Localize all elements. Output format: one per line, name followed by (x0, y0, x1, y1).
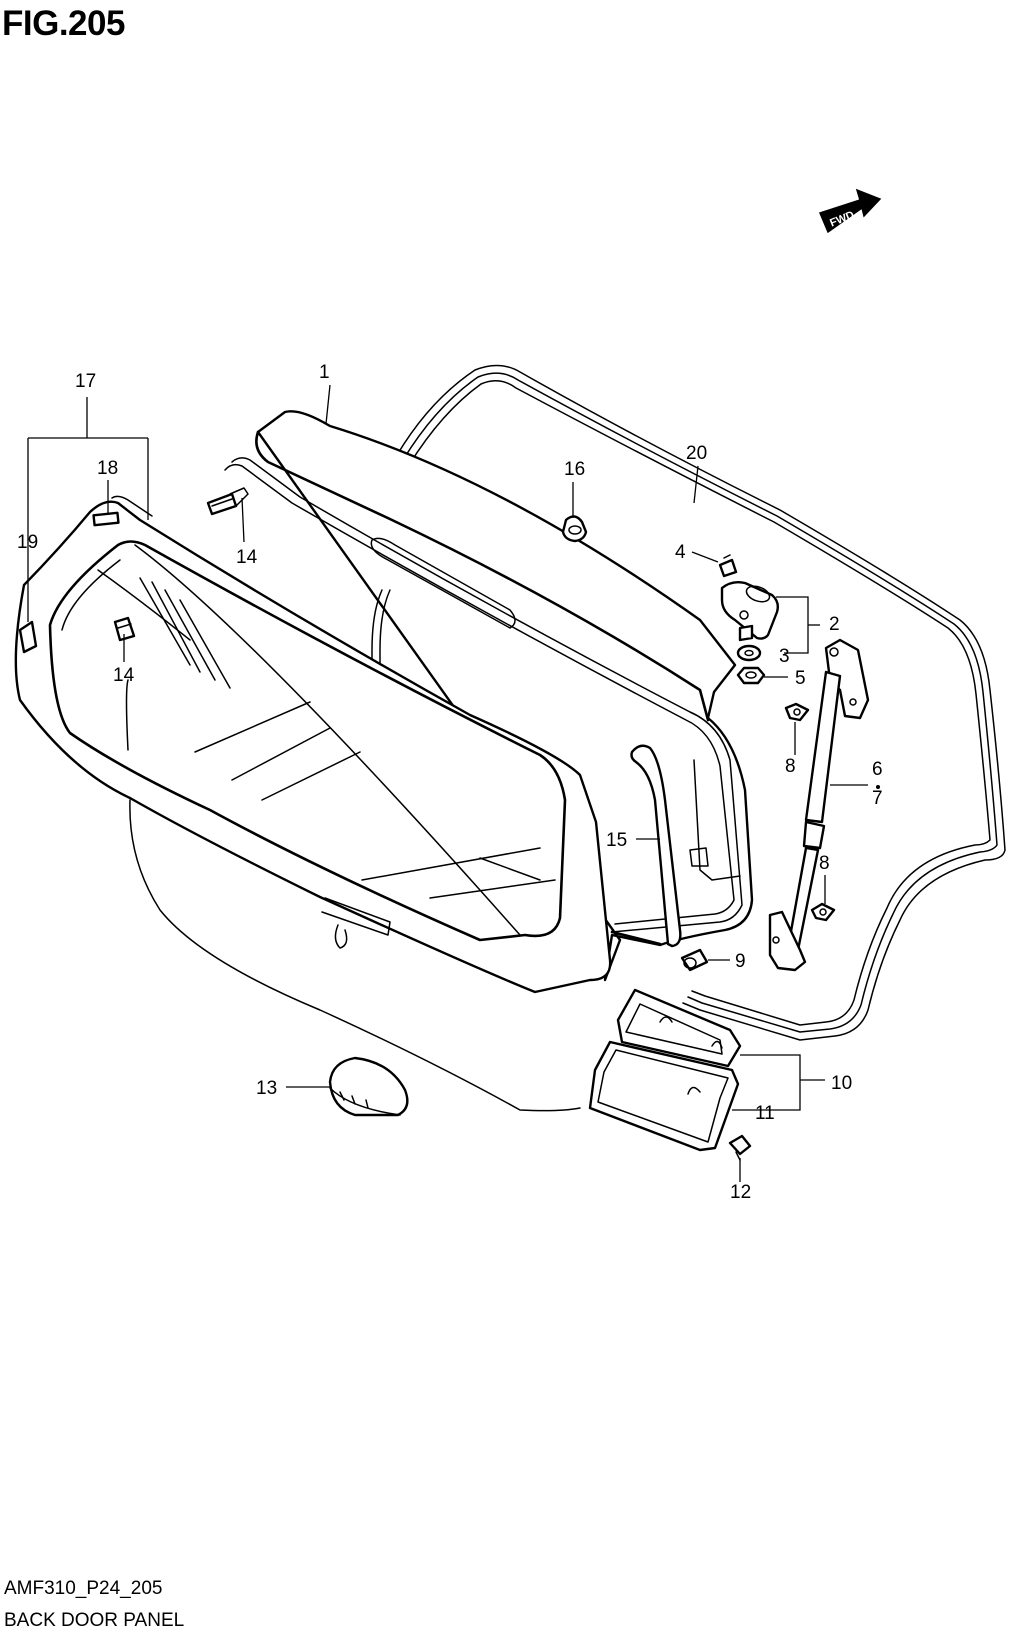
back-door-glass (14, 495, 612, 1112)
leader-lines (27, 384, 868, 1182)
callout-19: 19 (17, 532, 38, 553)
callout-17: 17 (75, 371, 96, 392)
callout-9: 9 (735, 951, 746, 972)
back-door-outer-panel (224, 410, 754, 982)
callout-2: 2 (829, 614, 840, 635)
callout-18: 18 (97, 458, 118, 479)
callout-8-lower: 8 (819, 853, 830, 874)
nut-5 (736, 666, 766, 685)
stopper-9 (680, 948, 709, 972)
callout-8-upper: 8 (785, 756, 796, 777)
callout-13: 13 (256, 1078, 277, 1099)
callout-1: 1 (319, 362, 330, 383)
hinge-2 (720, 580, 780, 642)
callout-15: 15 (606, 830, 627, 851)
callout-6-7-dot (876, 785, 880, 789)
callout-16: 16 (564, 459, 585, 480)
bolt-8-lower (810, 902, 836, 922)
callout-12: 12 (730, 1182, 751, 1203)
weatherstrip-seal (396, 364, 1006, 1041)
bumper-14-lower (113, 616, 136, 642)
callout-labels: 1 2 3 4 5 6 7 8 8 9 10 11 12 13 14 14 15… (17, 362, 883, 1203)
bolt-4 (718, 554, 738, 578)
callout-5: 5 (795, 668, 806, 689)
figure-title: FIG.205 (2, 4, 125, 43)
washer-3 (736, 644, 762, 662)
figure-name: BACK DOOR PANEL (4, 1610, 185, 1631)
callout-3: 3 (779, 646, 790, 667)
callout-4: 4 (675, 542, 686, 563)
fwd-arrow-icon: FWD (818, 188, 882, 234)
figure-code: AMF310_P24_205 (4, 1578, 163, 1599)
bolt-8-upper (784, 702, 810, 722)
license-lamp-13 (328, 1056, 409, 1117)
garnish-10 (616, 988, 742, 1068)
callout-6: 6 (872, 759, 883, 780)
clip-19 (18, 620, 38, 654)
emblem-plate-11 (588, 1040, 740, 1152)
side-trim (630, 744, 682, 948)
callout-10: 10 (831, 1073, 852, 1094)
callout-11: 11 (755, 1103, 775, 1124)
pad-18 (92, 511, 120, 527)
callout-7: 7 (872, 788, 883, 809)
screw-12 (728, 1134, 752, 1161)
callout-20: 20 (686, 443, 707, 464)
callout-14-upper: 14 (236, 547, 258, 568)
gas-strut (768, 638, 870, 972)
callout-14-lower: 14 (113, 665, 135, 686)
grommet-16 (561, 515, 588, 543)
